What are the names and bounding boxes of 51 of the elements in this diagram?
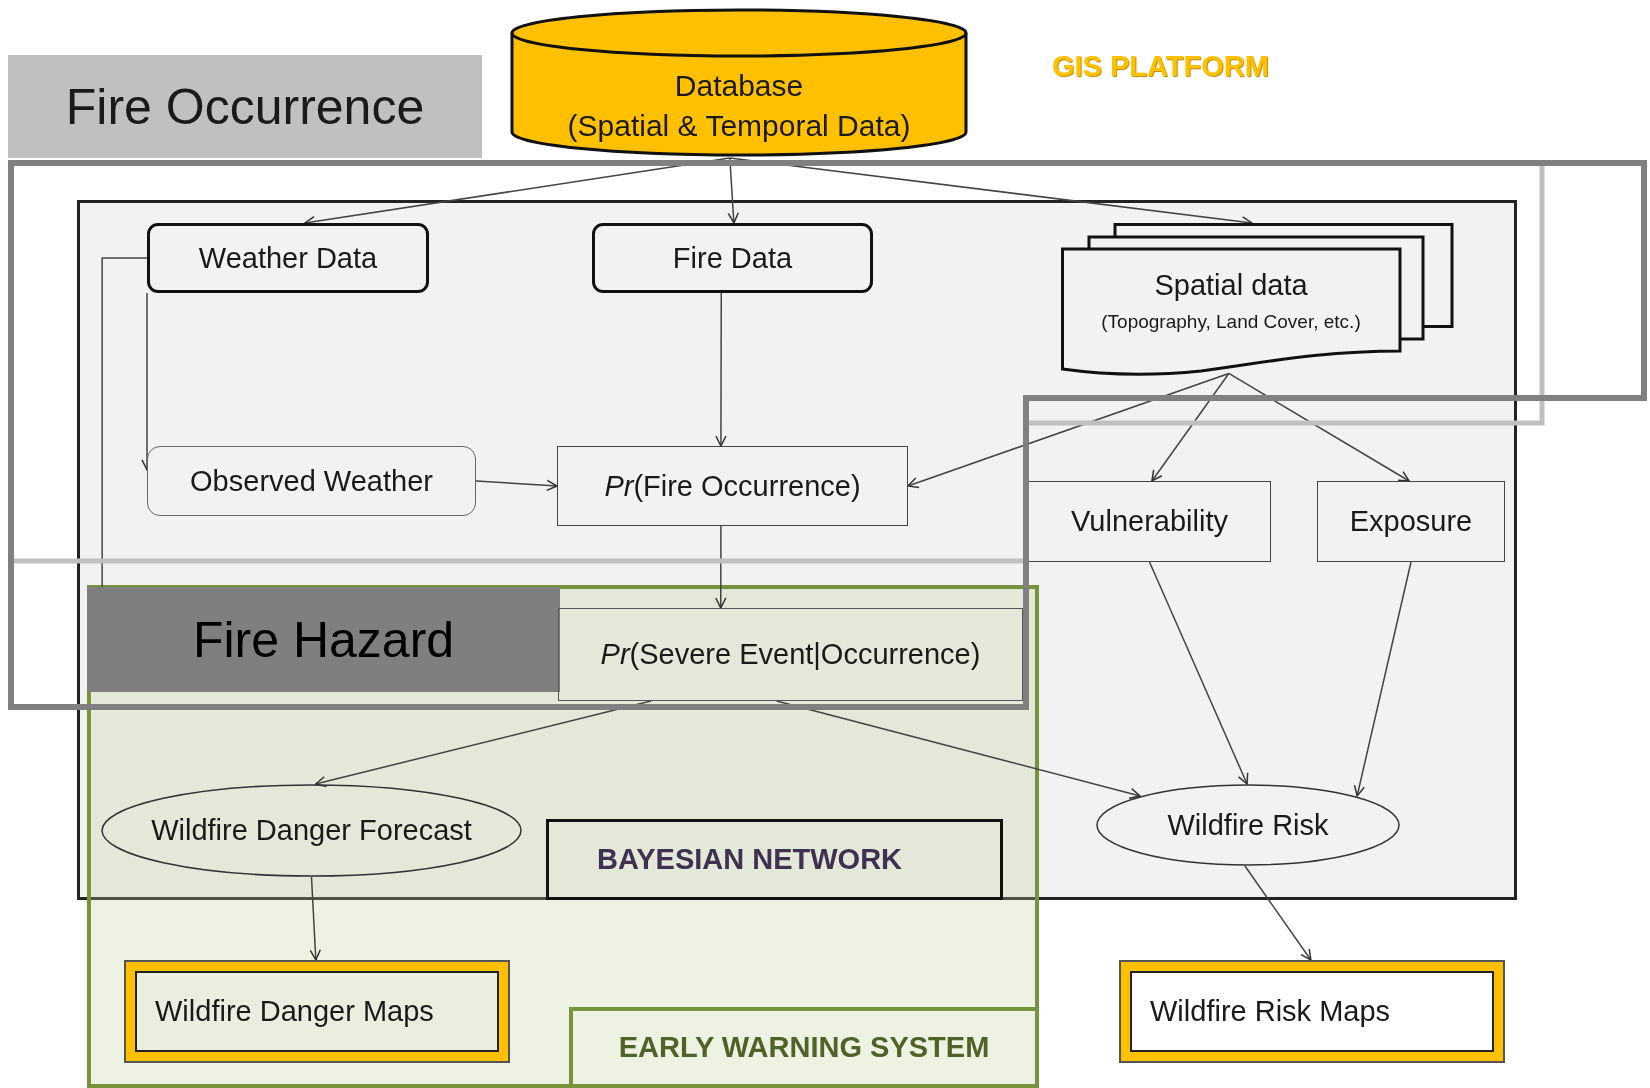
node-label: Fire Data (672, 240, 793, 276)
data-box (592, 223, 873, 293)
node-sublabel: (Spatial & Temporal Data) (567, 108, 911, 144)
document-stack (1061, 223, 1454, 375)
output-frame (124, 960, 510, 1063)
factor-box (1317, 481, 1505, 562)
platform-frame (77, 200, 1517, 900)
arrow (907, 372, 1230, 489)
database-cylinder (510, 8, 968, 158)
system-frame (87, 585, 1039, 1088)
forecast-ellipse (101, 784, 522, 877)
platform-title: GIS PLATFORM (1052, 50, 1269, 83)
node-label: Wildfire Risk (1167, 807, 1329, 843)
map-label: Wildfire Danger Maps (135, 971, 499, 1052)
node-label: Weather Data (198, 240, 378, 276)
output-frame (1119, 960, 1505, 1063)
node-label: Fire Hazard (192, 610, 455, 670)
node-label: Fire Occurrence (65, 77, 425, 137)
connector-line (101, 257, 148, 588)
network-box (546, 819, 1003, 900)
probability-box (558, 608, 1023, 701)
node-label: Observed Weather (190, 463, 433, 499)
arrow (1148, 561, 1249, 785)
arrow (314, 700, 652, 788)
arrow (1244, 865, 1312, 961)
node-label: Database (674, 67, 804, 104)
arrow (727, 157, 739, 224)
node-label: Pr(Severe Event|Occurrence) (600, 637, 981, 672)
arrow (1353, 561, 1412, 797)
node-label: Spatial data (1154, 268, 1308, 303)
risk-ellipse (1096, 784, 1400, 866)
section-label (87, 587, 560, 692)
arrow (775, 700, 1141, 800)
arrow (715, 292, 727, 447)
node-label: Pr(Fire Occurrence) (604, 468, 861, 504)
node-label: Wildfire Danger Forecast (151, 813, 472, 848)
arrow (475, 479, 558, 492)
arrow (309, 876, 322, 961)
section-label (8, 55, 482, 158)
node-sublabel: (Topography, Land Cover, etc.) (1101, 311, 1361, 334)
input-box (147, 446, 476, 516)
network-title: BAYESIAN NETWORK (597, 842, 903, 877)
data-box (147, 223, 429, 293)
map-label: Wildfire Risk Maps (1130, 971, 1494, 1052)
node-label: Exposure (1349, 504, 1473, 539)
arrow (715, 525, 727, 609)
probability-box (557, 446, 908, 526)
factor-box (1028, 481, 1271, 562)
arrow (1151, 372, 1230, 482)
node-label: Vulnerability (1071, 504, 1228, 539)
arrow (1228, 372, 1410, 482)
